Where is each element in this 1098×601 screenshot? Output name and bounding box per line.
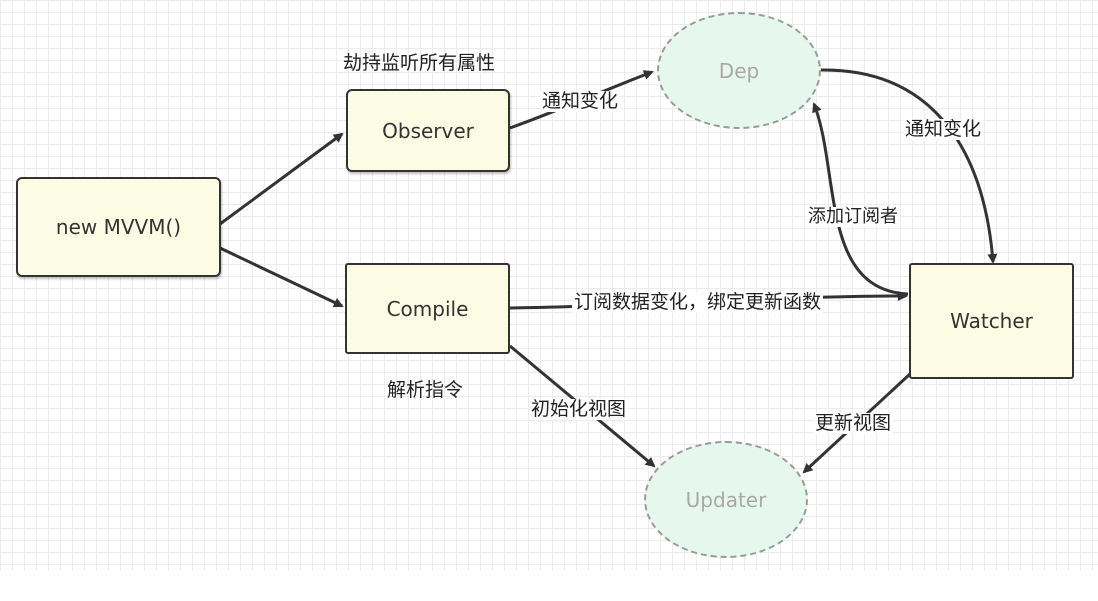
label-compile-to-updater: 初始化视图 — [529, 398, 629, 420]
label-observer-to-dep: 通知变化 — [540, 90, 621, 112]
arrow-dep-to-watcher — [819, 68, 998, 264]
node-observer-label: Observer — [382, 118, 474, 143]
node-observer: Observer — [346, 89, 510, 172]
caption-compile: 解析指令 — [387, 379, 464, 401]
arrow-watcher-to-dep — [812, 102, 909, 296]
node-compile-label: Compile — [386, 296, 469, 321]
arrow-mvvm-to-compile — [219, 246, 344, 308]
label-compile-to-watcher: 订阅数据变化，绑定更新函数 — [572, 291, 824, 313]
node-watcher: Watcher — [909, 263, 1074, 379]
label-watcher-to-dep: 添加订阅者 — [806, 206, 900, 227]
label-dep-to-watcher: 通知变化 — [903, 118, 984, 140]
arrow-mvvm-to-observer — [219, 132, 344, 226]
node-watcher-label: Watcher — [950, 309, 1033, 333]
node-mvvm: new MVVM() — [16, 177, 221, 277]
node-dep: Dep — [657, 12, 821, 129]
label-watcher-to-updater: 更新视图 — [813, 412, 894, 434]
node-dep-label: Dep — [718, 58, 760, 83]
node-compile: Compile — [345, 263, 510, 354]
caption-observer: 劫持监听所有属性 — [343, 52, 496, 74]
node-updater: Updater — [644, 441, 808, 558]
node-updater-label: Updater — [685, 487, 767, 512]
node-mvvm-label: new MVVM() — [55, 215, 182, 239]
